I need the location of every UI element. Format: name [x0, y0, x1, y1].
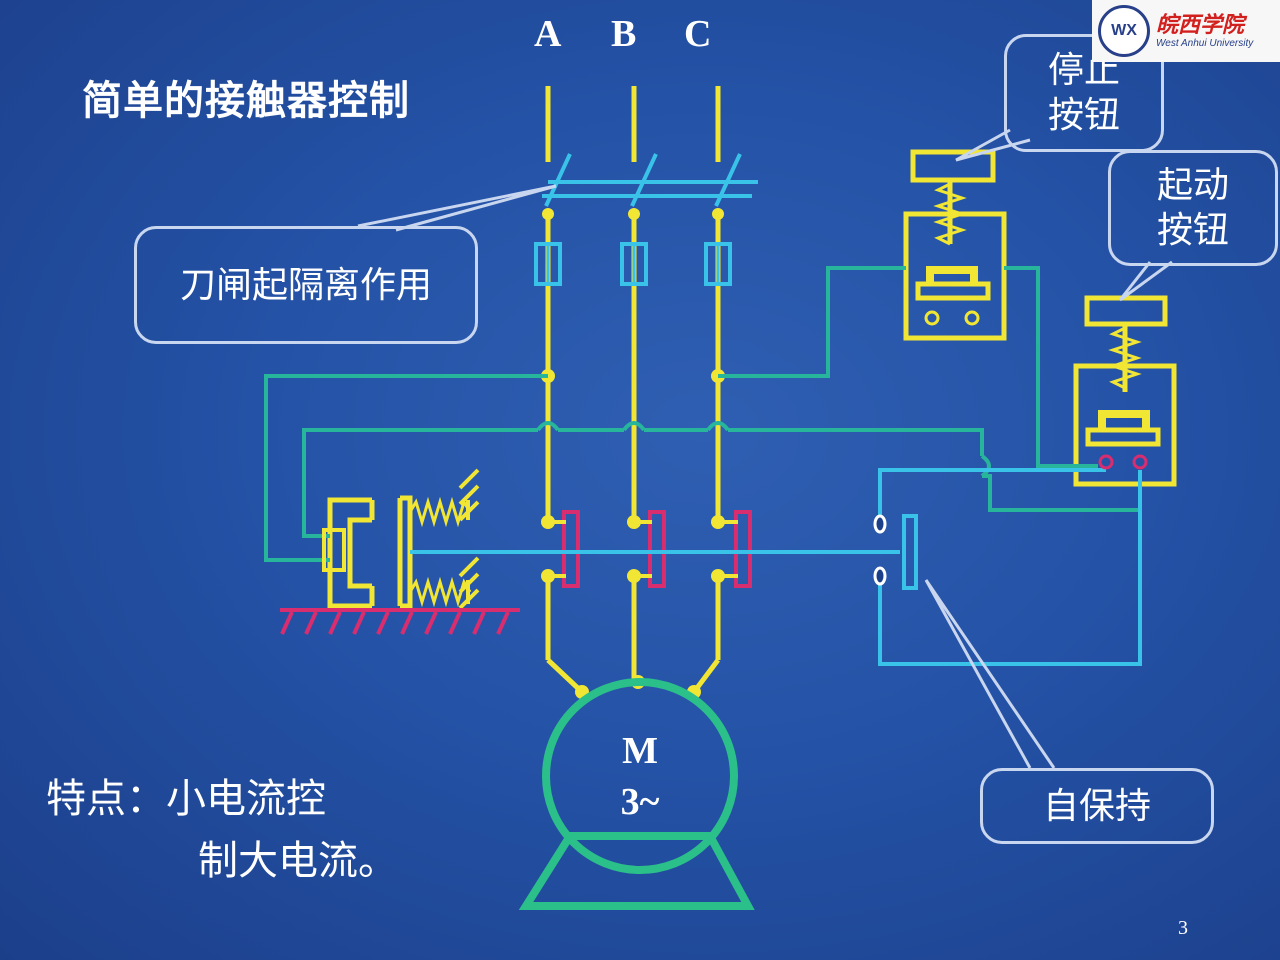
- phase-label-b: B: [611, 13, 637, 55]
- callout-stop-button: 停止 按钮: [1004, 34, 1164, 152]
- knife-switch-pivots: [542, 208, 724, 220]
- motor-label: M 3~: [580, 726, 700, 829]
- logo-english-name: West Anhui University: [1156, 37, 1254, 49]
- callout-pointers: [357, 128, 1173, 769]
- logo-chinese-name: 皖西学院: [1156, 12, 1245, 39]
- callout-knife-switch-text: 刀闸起隔离作用: [179, 264, 432, 306]
- motor-symbol: [518, 678, 755, 910]
- control-circuit: [264, 266, 1142, 562]
- button-springs: [933, 182, 1142, 390]
- slide-title: 简单的接触器控制: [82, 78, 410, 124]
- feature-note: 特点：小电流控 制大电流。: [46, 768, 398, 892]
- ground-symbol: [280, 608, 520, 635]
- feature-note-line2: 制大电流。: [198, 838, 398, 884]
- callout-stop-line2: 按钮: [1047, 95, 1120, 136]
- feature-note-line1: 特点：小电流控: [46, 776, 326, 822]
- self-hold-terminals: [873, 514, 887, 586]
- self-hold-circuit: [878, 468, 1142, 666]
- callout-start-line1: 起动: [1156, 165, 1229, 206]
- armature-springs: [408, 496, 472, 608]
- contact-stubs: [548, 520, 738, 578]
- motor-label-phase: 3~: [620, 781, 660, 824]
- start-button-contacts: [1098, 410, 1150, 430]
- spring-anchors: [458, 468, 480, 610]
- callout-start-button: 起动 按钮: [1108, 150, 1278, 266]
- phase-label-a: A: [534, 13, 562, 55]
- page-number: 3: [1178, 917, 1188, 939]
- university-seal-icon: WX: [1098, 5, 1150, 57]
- motor-label-m: M: [622, 730, 658, 772]
- fuse-links: [546, 244, 720, 284]
- callout-self-hold-text: 自保持: [1042, 785, 1151, 827]
- contactor-coil: [322, 528, 346, 572]
- knife-switch: [542, 153, 758, 207]
- university-logo: WX 皖西学院 West Anhui University: [1092, 0, 1280, 62]
- start-button-terminals: [1098, 454, 1148, 470]
- main-contacts: [562, 510, 752, 588]
- phase-label-c: C: [684, 13, 712, 55]
- stop-button-contacts: [924, 266, 980, 326]
- callout-self-hold: 自保持: [980, 768, 1214, 844]
- callout-knife-switch: 刀闸起隔离作用: [134, 226, 478, 344]
- callout-start-line2: 按钮: [1156, 210, 1229, 251]
